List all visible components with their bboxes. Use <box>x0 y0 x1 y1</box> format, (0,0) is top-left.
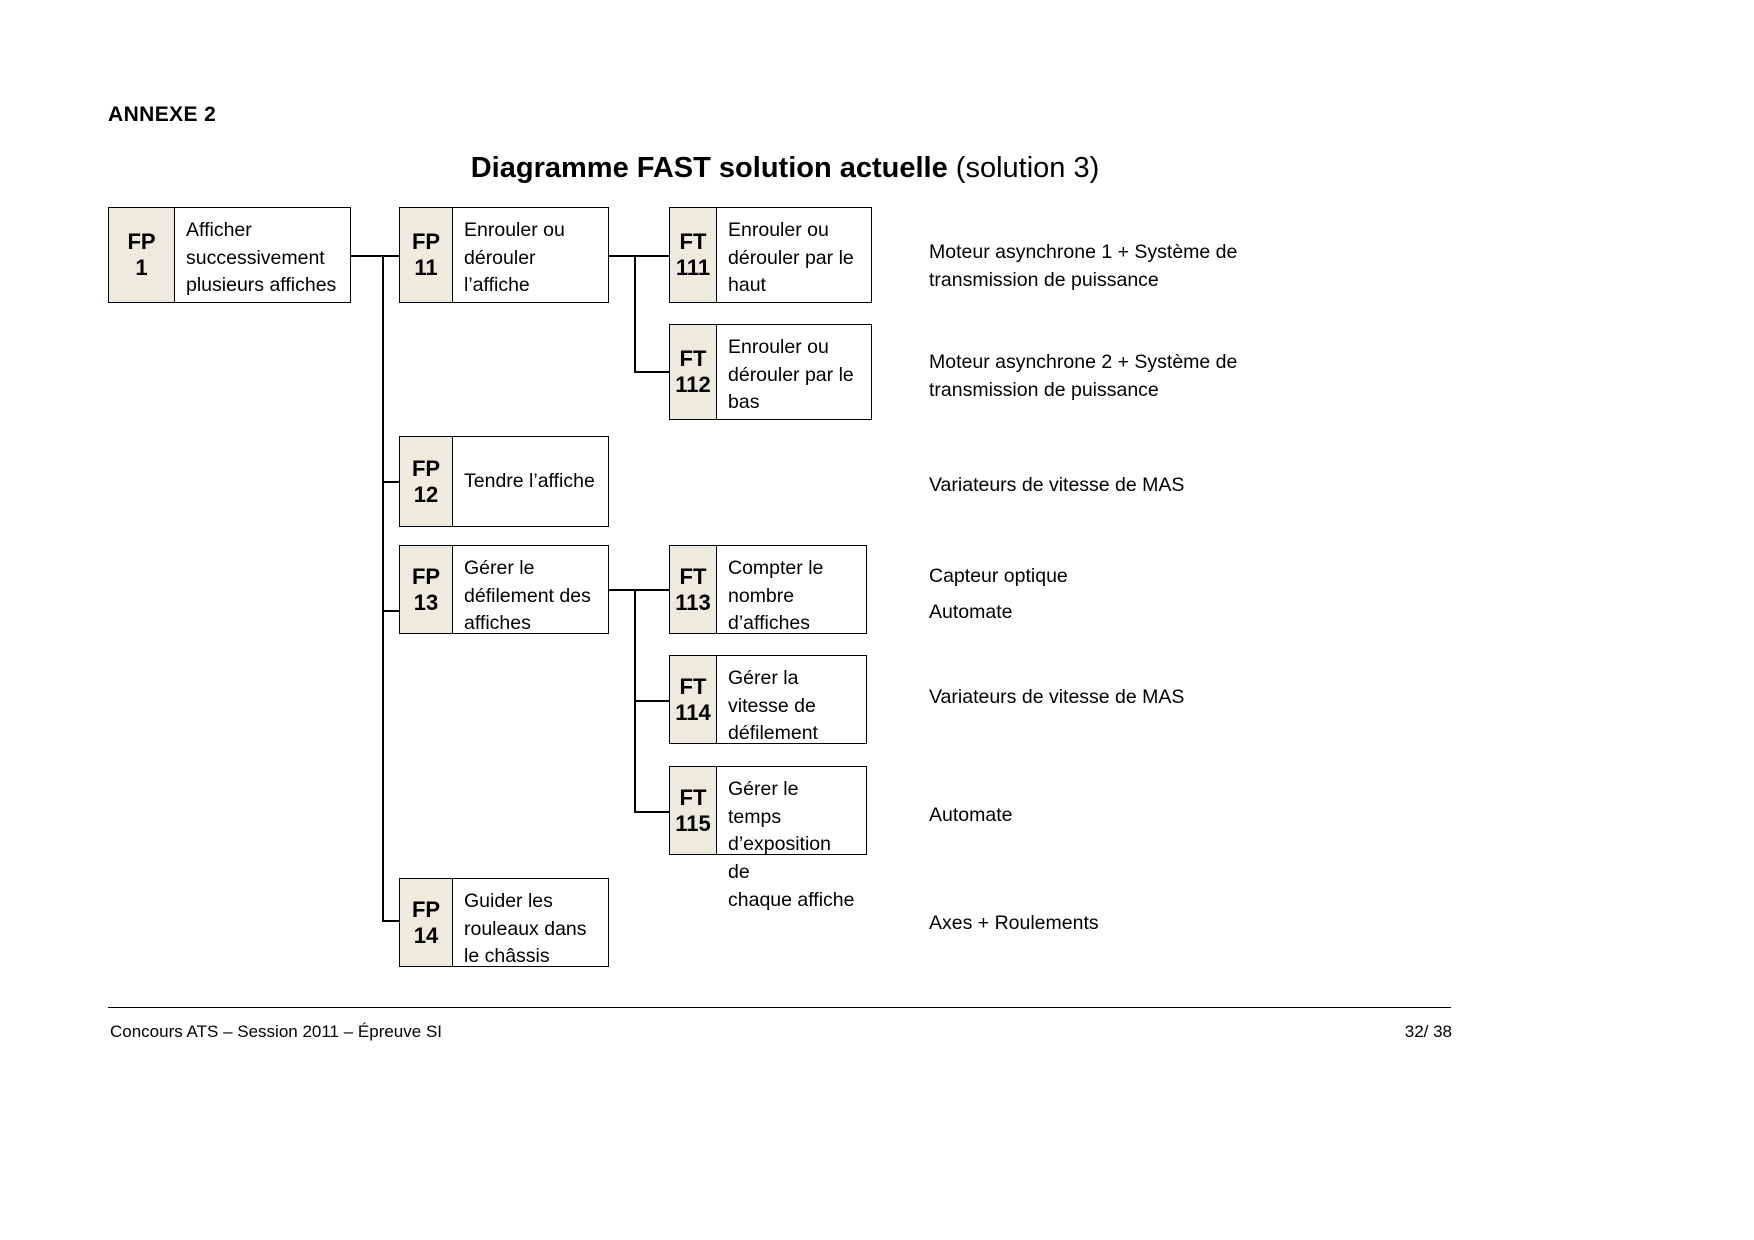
fast-code-top: FP <box>411 229 441 255</box>
fast-code-top: FT <box>679 229 707 255</box>
fast-code-top: FT <box>679 784 707 810</box>
connector-fp13-to-ft114 <box>634 700 670 702</box>
fast-code-ft114: FT 114 <box>670 656 717 743</box>
connector-fp11-out <box>608 255 636 257</box>
fast-code-bottom: 13 <box>413 589 439 615</box>
fast-code-bottom: 14 <box>413 922 439 948</box>
fast-code-top: FP <box>127 229 156 255</box>
solution-note-ft115: Automate <box>929 804 1013 826</box>
fast-code-top: FT <box>679 346 707 372</box>
fast-code-top: FT <box>679 563 707 589</box>
fast-box-ft115[interactable]: FT 115 Gérer le temps d’exposition de ch… <box>669 766 867 911</box>
page-title-bold: Diagramme FAST solution actuelle <box>470 152 948 184</box>
page-title: Diagramme FAST solution actuelle (soluti… <box>0 152 1570 185</box>
fast-label-ft111: Enrouler ou dérouler par le haut <box>728 219 854 297</box>
connector-fp1-to-fp13 <box>382 610 400 612</box>
fast-code-bottom: 111 <box>675 255 711 280</box>
connector-fp11-to-ft111 <box>634 255 670 257</box>
solution-note-ft113-capteur: Capteur optique <box>929 565 1068 587</box>
fast-code-fp1: FP 1 <box>109 208 175 302</box>
solution-note-ft112: Moteur asynchrone 2 + Système de transmi… <box>929 351 1238 402</box>
fast-box-ft112[interactable]: FT 112 Enrouler ou dérouler par le bas <box>669 324 872 420</box>
fast-code-bottom: 113 <box>675 589 711 615</box>
connector-fp11-spine <box>634 255 636 372</box>
fast-code-ft112: FT 112 <box>670 325 717 419</box>
connector-fp1-out <box>350 255 398 257</box>
connector-fp13-to-ft115 <box>634 811 670 813</box>
footer-page-number: 32/ 38 <box>1404 1022 1452 1041</box>
fast-code-fp11: FP 11 <box>400 208 453 302</box>
fast-label-fp11: Enrouler ou dérouler l’affiche <box>464 219 565 297</box>
fast-code-top: FT <box>679 673 707 699</box>
solution-note-fp12: Variateurs de vitesse de MAS <box>929 474 1185 496</box>
fast-box-fp13[interactable]: FP 13 Gérer le défilement des affiches <box>399 545 609 634</box>
fast-code-bottom: 112 <box>675 372 711 397</box>
fast-code-fp12: FP 12 <box>400 437 453 526</box>
fast-code-bottom: 114 <box>675 699 711 725</box>
annexe-label: ANNEXE 2 <box>108 103 217 126</box>
fast-box-fp1[interactable]: FP 1 Afficher successivement plusieurs a… <box>108 207 351 303</box>
fast-code-bottom: 11 <box>414 255 438 280</box>
fast-code-ft113: FT 113 <box>670 546 717 633</box>
fast-code-bottom: 115 <box>675 810 711 836</box>
fast-label-ft115: Gérer le temps d’exposition de chaque af… <box>728 778 855 911</box>
footer-divider <box>108 1007 1451 1008</box>
fast-code-fp13: FP 13 <box>400 546 453 633</box>
solution-note-ft113-automate: Automate <box>929 601 1013 623</box>
fast-label-ft114: Gérer la vitesse de défilement <box>728 667 818 745</box>
solution-note-ft114: Variateurs de vitesse de MAS <box>929 686 1185 708</box>
fast-label-fp13: Gérer le défilement des affiches <box>464 557 591 635</box>
fast-label-fp12: Tendre l’affiche <box>464 469 595 492</box>
connector-fp11-to-ft112 <box>634 371 670 373</box>
fast-box-fp11[interactable]: FP 11 Enrouler ou dérouler l’affiche <box>399 207 609 303</box>
fast-code-bottom: 1 <box>135 255 148 280</box>
connector-fp1-to-fp11 <box>382 255 400 257</box>
connector-fp1-to-fp12 <box>382 481 400 483</box>
footer-left-text: Concours ATS – Session 2011 – Épreuve SI <box>110 1022 443 1041</box>
page-title-normal: (solution 3) <box>947 152 1100 184</box>
connector-fp13-to-ft113 <box>634 589 670 591</box>
fast-box-ft114[interactable]: FT 114 Gérer la vitesse de défilement <box>669 655 867 744</box>
fast-box-fp12[interactable]: FP 12 Tendre l’affiche <box>399 436 609 527</box>
fast-code-top: FP <box>411 455 441 481</box>
fast-label-fp1: Afficher successivement plusieurs affich… <box>186 219 337 297</box>
fast-code-top: FP <box>411 896 441 922</box>
solution-note-fp14: Axes + Roulements <box>929 912 1099 934</box>
fast-box-fp14[interactable]: FP 14 Guider les rouleaux dans le châssi… <box>399 878 609 967</box>
fast-label-ft113: Compter le nombre d’affiches <box>728 557 824 635</box>
fast-code-bottom: 12 <box>413 481 439 507</box>
fast-code-top: FP <box>411 563 441 589</box>
solution-note-ft111: Moteur asynchrone 1 + Système de transmi… <box>929 241 1238 292</box>
fast-code-ft115: FT 115 <box>670 767 717 854</box>
fast-label-ft112: Enrouler ou dérouler par le bas <box>728 336 854 414</box>
fast-code-fp14: FP 14 <box>400 879 453 966</box>
fast-box-ft113[interactable]: FT 113 Compter le nombre d’affiches <box>669 545 867 634</box>
fast-label-fp14: Guider les rouleaux dans le châssis <box>464 890 587 968</box>
fast-code-ft111: FT 111 <box>670 208 717 302</box>
fast-box-ft111[interactable]: FT 111 Enrouler ou dérouler par le haut <box>669 207 872 303</box>
connector-fp1-to-fp14 <box>382 920 400 922</box>
connector-fp13-out <box>608 589 636 591</box>
connector-fp1-spine <box>382 255 384 921</box>
